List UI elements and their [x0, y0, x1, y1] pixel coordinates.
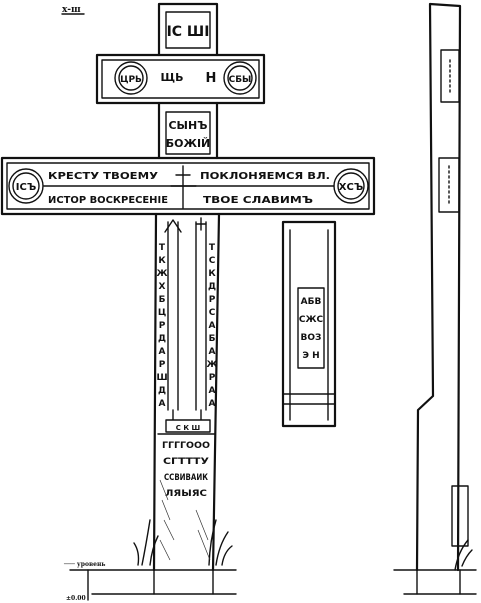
side-panel-plate: [297, 287, 325, 369]
side-panel-line: Э Н: [302, 351, 319, 361]
shaft-left-letter: Ш: [156, 373, 167, 383]
side-panel-line: АБВ: [301, 297, 322, 307]
upper-right-medallion: [223, 61, 257, 95]
lower-block-row: ГГГГООО: [162, 441, 210, 451]
side-upper-tenon: [440, 49, 460, 103]
shaft-left-letter: К: [158, 256, 166, 266]
upper-center-text: ЩЬ: [161, 71, 184, 84]
shaft-right-letter: А: [209, 386, 216, 396]
side-detail-panel: АБВ СЖС ВОЗ Э Н: [281, 220, 337, 428]
mid-panel-line1: СЫНЪ: [168, 119, 207, 132]
shaft-left-letter: Д: [158, 386, 166, 396]
upper-left-medallion: [114, 61, 148, 95]
lower-block-row: ЛЯЫЯС: [165, 489, 207, 499]
shaft-right-letter: Д: [208, 282, 216, 292]
shaft-left-letter: А: [159, 347, 166, 357]
lower-block-row: ССВИВАИК: [164, 473, 208, 483]
lower-block-row: СГТТТУ: [163, 457, 209, 467]
upper-left-medallion-text: ЦРЬ: [120, 75, 142, 85]
shaft-right-letter: Р: [209, 373, 216, 383]
shaft-right-letter: Ж: [206, 360, 217, 370]
main-upper-right-text: ПОКЛОНЯЕМСЯ ВЛ.: [200, 171, 330, 182]
main-lower-left-text: ИСТОР ВОСКРЕСЕНІЕ: [48, 195, 168, 206]
shaft-left-letter: А: [159, 399, 166, 409]
side-lower-tenon: [451, 485, 469, 547]
shaft-left-letter: Р: [159, 360, 166, 370]
upper-right-glyph: Н: [206, 71, 217, 86]
shaft-right-letter: Б: [209, 334, 216, 344]
main-left-medallion: [8, 168, 44, 204]
top-title-plate: [165, 11, 211, 49]
main-left-medallion-text: ІСЪ: [16, 182, 36, 193]
shaft-left-letter: Х: [159, 282, 166, 292]
top-title-text: ІС ШІ: [167, 24, 210, 40]
shaft-left-letter: Р: [159, 321, 166, 331]
ground-level-label: ─── уровень: [63, 561, 105, 568]
main-right-medallion-text: ХСЪ: [339, 182, 363, 193]
shaft-left-letter: Б: [159, 295, 166, 305]
ground-line: ─── уровень ±0.00: [63, 561, 477, 602]
side-main-tenon: [438, 157, 460, 213]
shaft-right-letter: Т: [209, 243, 216, 253]
cross-side-elevation: [415, 2, 473, 572]
side-panel-line: СЖС: [299, 315, 324, 325]
shaft-right-letter: С: [209, 308, 216, 318]
shaft-right-letter: Р: [209, 295, 216, 305]
shaft-left-letter: Д: [158, 334, 166, 344]
shaft-right-letter: К: [208, 269, 216, 279]
shaft-left-letter: Ц: [158, 308, 166, 318]
sheet-mark: x-ш: [62, 5, 81, 15]
shaft-right-letter: А: [209, 321, 216, 331]
shaft-right-letter: С: [209, 256, 216, 266]
mid-panel-line2: БОЖІЙ: [166, 137, 211, 150]
upper-right-medallion-text: СБЫ: [229, 75, 252, 85]
son-of-god-panel: [165, 111, 211, 155]
main-lower-right-text: ТВОЕ СЛАВИМЪ: [203, 195, 313, 206]
ground-bottom-label: ±0.00: [66, 595, 86, 602]
shaft-left-letter: Т: [159, 243, 166, 253]
shaft-right-letter: А: [209, 347, 216, 357]
lower-block-rows: ГГГГООО СГТТТУ ССВИВАИК ЛЯЫЯС: [162, 441, 210, 499]
lower-block-label: С К Ш: [176, 424, 200, 432]
shaft-right-letter: А: [209, 399, 216, 409]
cross-front-view: ІС ШІ ЦРЬ СБЫ ЩЬ Н СЫНЪ БОЖІЙ ІСЪ ХСЪ КР…: [0, 2, 376, 572]
main-right-medallion: [333, 168, 369, 204]
upper-bar: [95, 53, 266, 105]
side-panel-line: ВОЗ: [301, 333, 322, 343]
main-bar: [0, 156, 376, 216]
main-upper-left-text: КРЕСТУ ТВОЕМУ: [48, 171, 158, 182]
shaft-left-letter: Ж: [156, 269, 167, 279]
